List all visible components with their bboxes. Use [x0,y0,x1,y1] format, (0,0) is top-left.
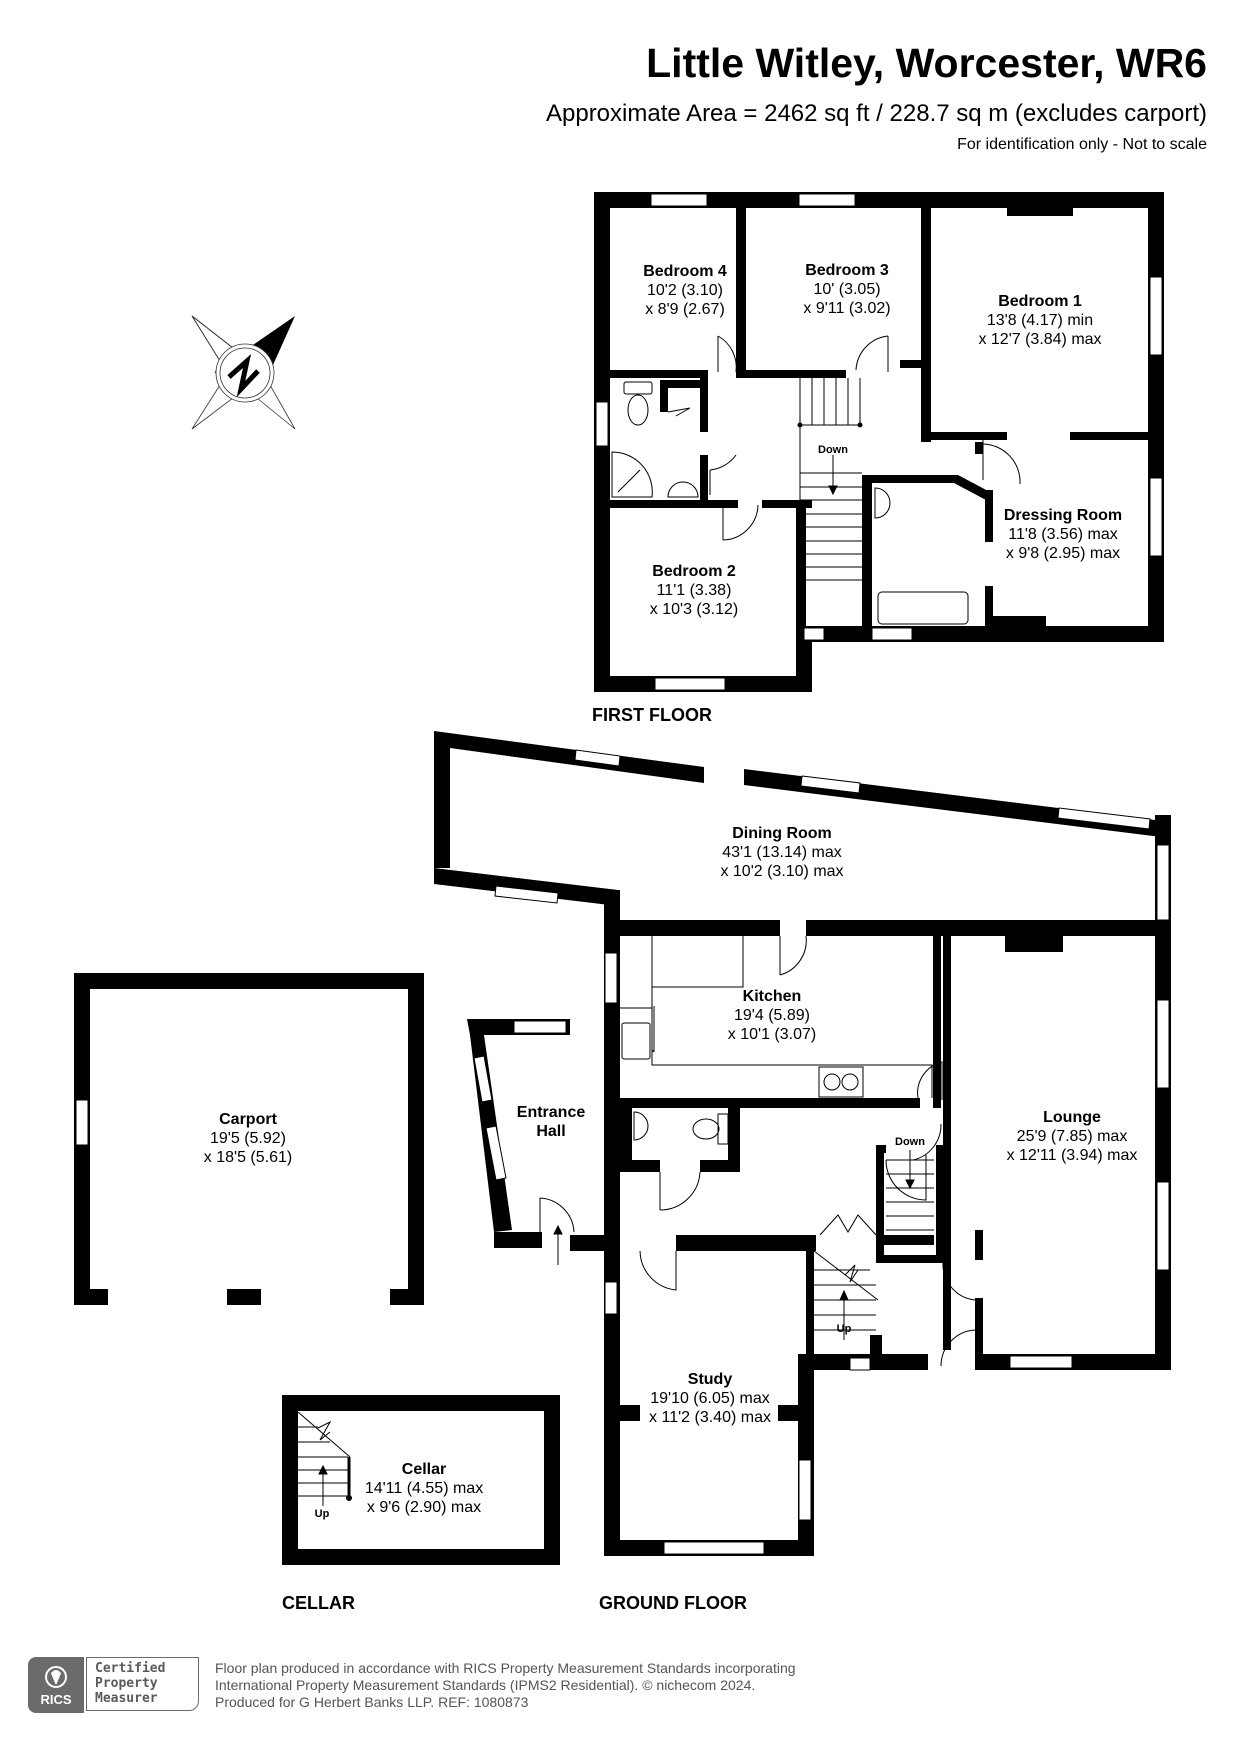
property-title: Little Witley, Worcester, WR6 [646,40,1207,86]
room-lounge: Lounge 25'9 (7.85) max x 12'11 (3.94) ma… [1006,1109,1138,1164]
first-floor-label: FIRST FLOOR [592,705,712,725]
rics-logo: RICS [28,1657,84,1713]
approximate-area: Approximate Area = 2462 sq ft / 228.7 sq… [545,100,1207,127]
rics-certified-badge: RICS Certified Property Measurer [28,1657,203,1713]
first-floor-plan [594,192,1164,692]
cellar-plan [282,1395,560,1565]
room-entrance-hall: Entrance Hall [516,1104,586,1140]
room-bedroom-3: Bedroom 3 10' (3.05) x 9'11 (3.02) [803,262,891,317]
disclaimer: For identification only - Not to scale [957,136,1207,153]
room-cellar: Cellar 14'11 (4.55) max x 9'6 (2.90) max [364,1461,484,1516]
stairs-up-label-cellar: Up [314,1508,330,1520]
ground-floor-label: GROUND FLOOR [599,1593,747,1613]
rics-lion-icon [45,1666,67,1688]
north-compass-icon [191,315,296,430]
carport-plan [74,973,424,1305]
room-bedroom-2: Bedroom 2 11'1 (3.38) x 10'3 (3.12) [649,563,739,618]
room-dining-room: Dining Room 43'1 (13.14) max x 10'2 (3.1… [720,825,844,880]
certified-property-measurer: Certified Property Measurer [86,1657,199,1711]
room-bedroom-1: Bedroom 1 13'8 (4.17) min x 12'7 (3.84) … [978,293,1102,348]
ground-floor-fixtures [539,935,976,1367]
first-floor-fixtures [611,335,1021,626]
room-kitchen: Kitchen 19'4 (5.89) x 10'1 (3.07) [727,988,817,1043]
room-study: Study 19'10 (6.05) max x 11'2 (3.40) max [649,1371,771,1426]
footer-line-3: Produced for G Herbert Banks LLP. REF: 1… [215,1694,529,1710]
stairs-up-label-ground: Up [836,1323,852,1335]
room-carport: Carport 19'5 (5.92) x 18'5 (5.61) [203,1111,293,1166]
footer-line-1: Floor plan produced in accordance with R… [215,1660,796,1676]
room-dressing-room: Dressing Room 11'8 (3.56) max x 9'8 (2.9… [1003,507,1123,562]
footer-credits: Floor plan produced in accordance with R… [215,1660,796,1711]
room-bedroom-4: Bedroom 4 10'2 (3.10) x 8'9 (2.67) [643,263,727,318]
stairs-down-label-first: Down [818,444,848,456]
cellar-label: CELLAR [282,1593,355,1613]
footer-line-2: International Property Measurement Stand… [215,1677,756,1693]
ground-floor-plan [434,731,1171,1556]
stairs-down-label-ground: Down [895,1136,925,1148]
cellar-stairs [297,1411,352,1506]
